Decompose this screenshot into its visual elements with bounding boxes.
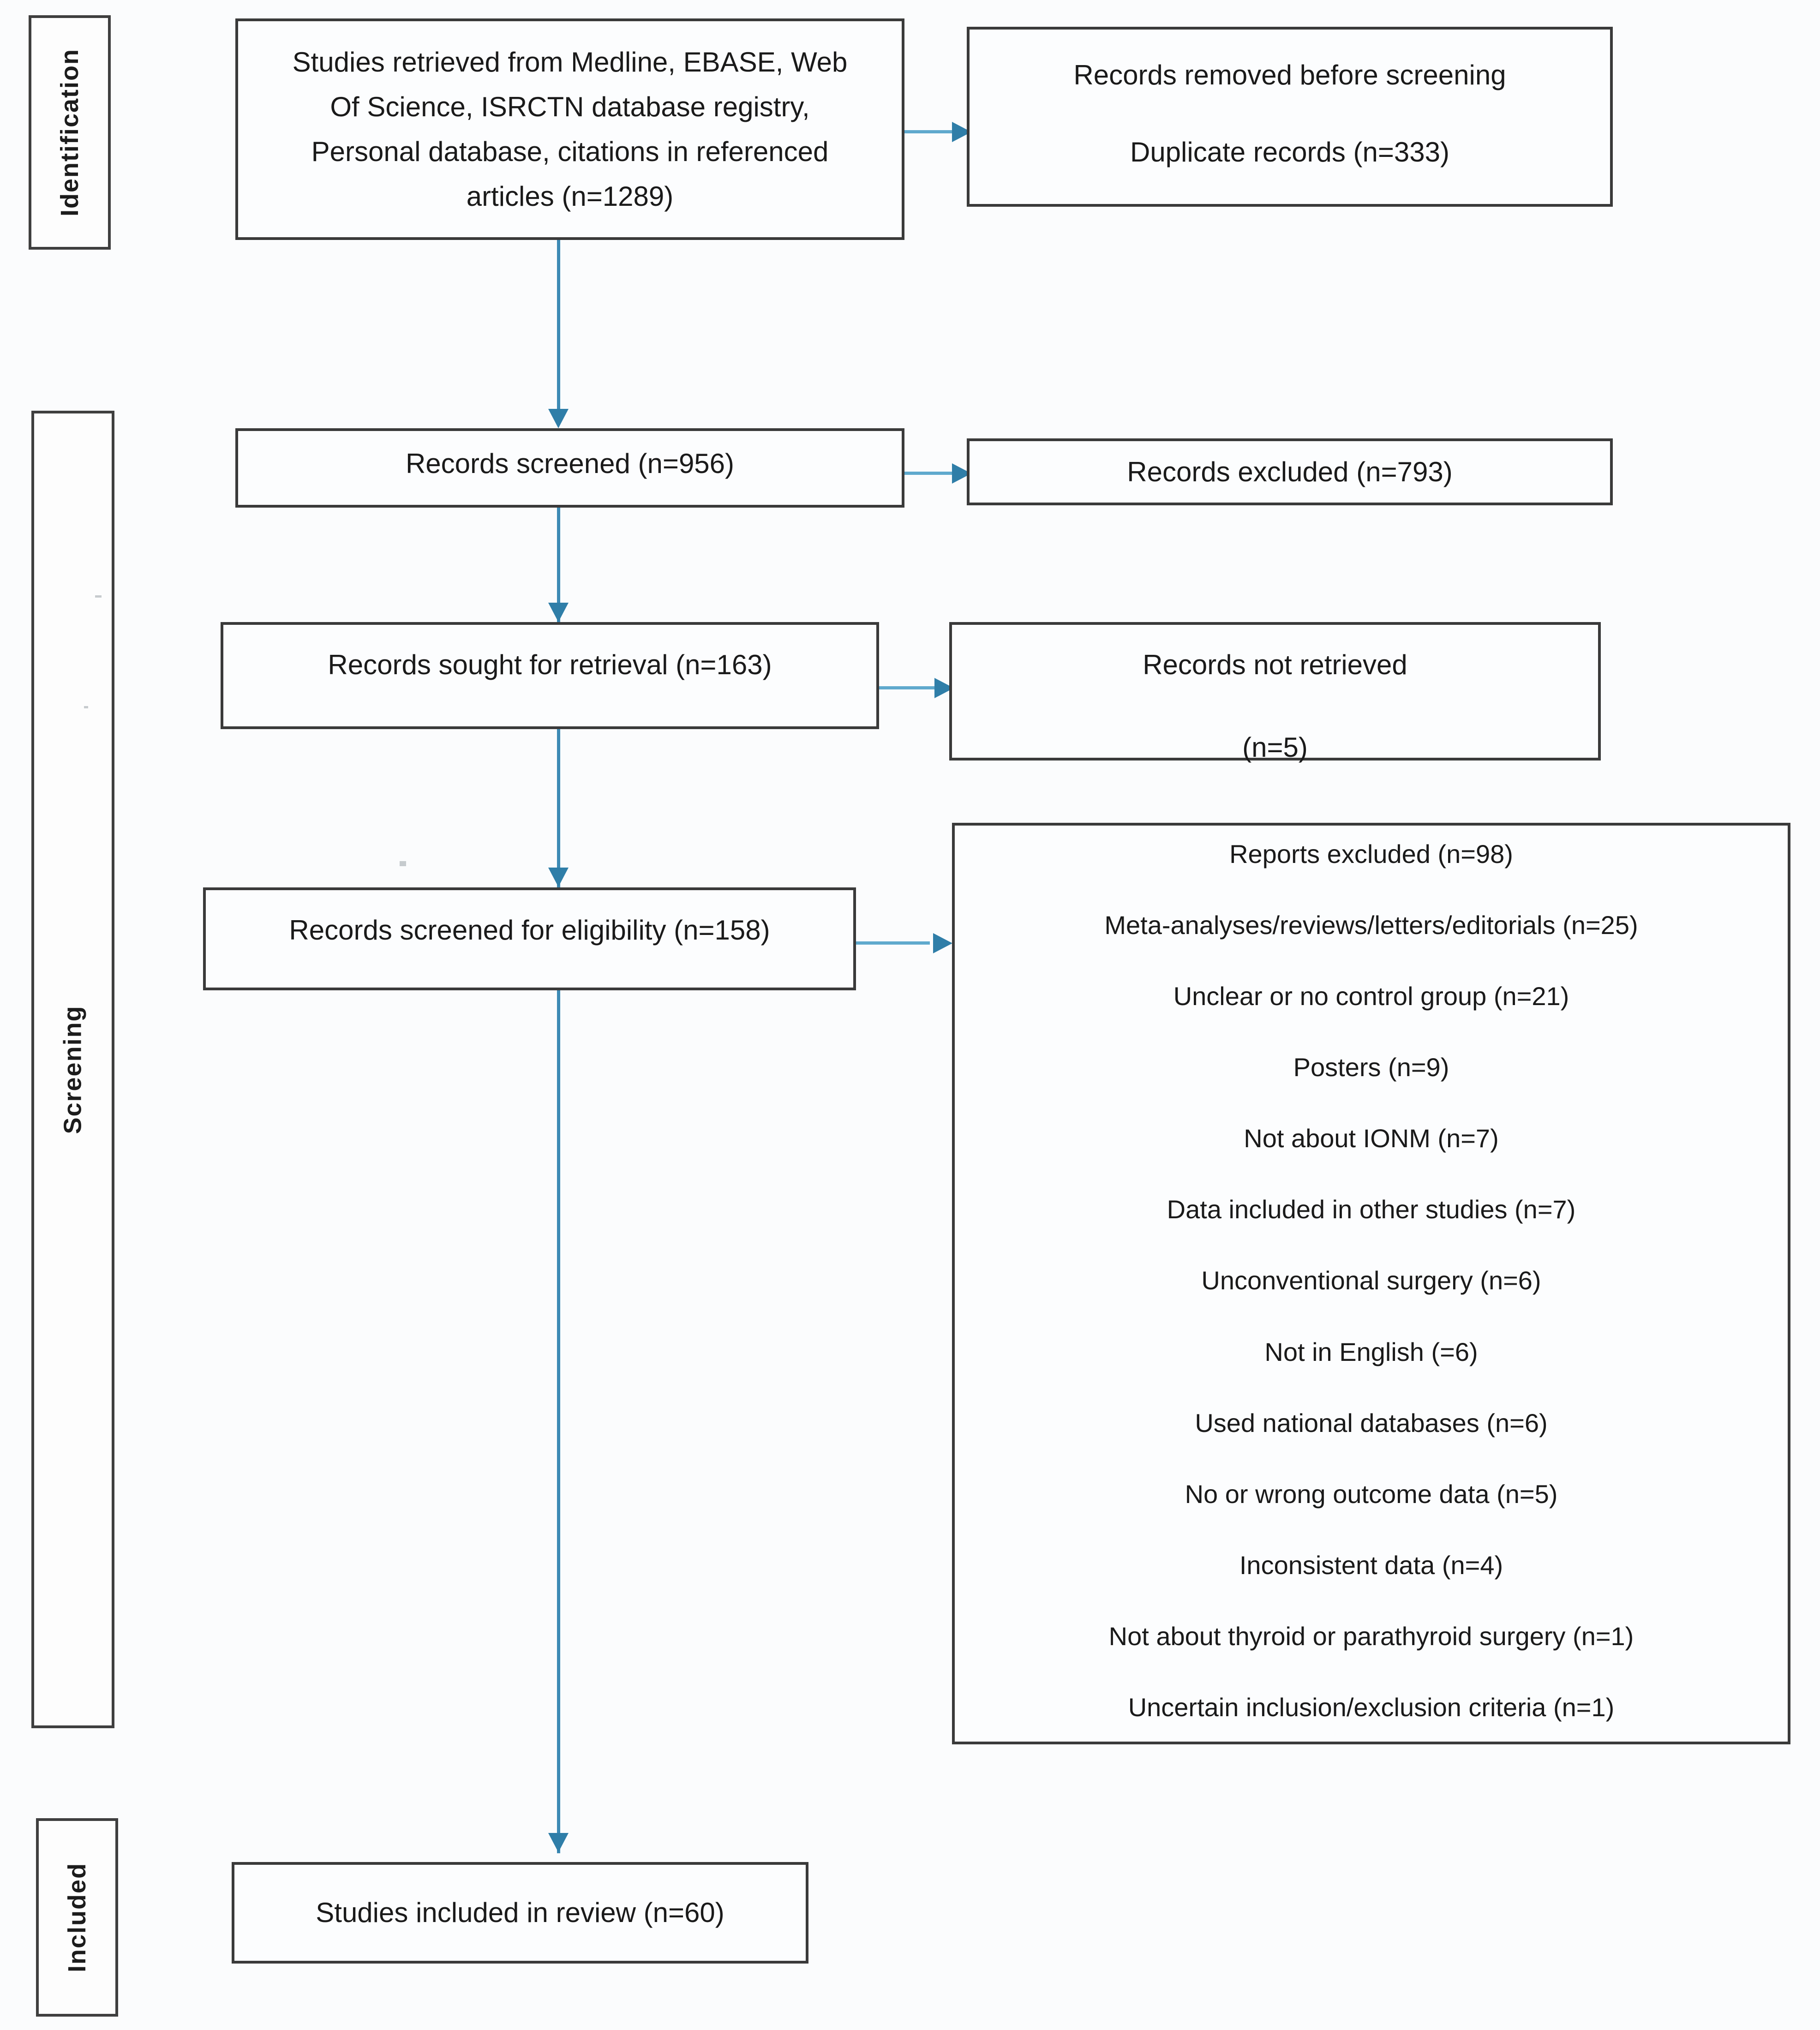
- arrow-identification-to-screened: [548, 409, 569, 428]
- connector-eligibility-to-reportsexcluded: [856, 941, 930, 945]
- arrow-sought-to-eligibility: [548, 868, 569, 887]
- stage-label-included: Included: [36, 1818, 118, 2017]
- reports-excluded-list: Reports excluded (n=98) Meta-analyses/re…: [955, 826, 1788, 1742]
- box-studies-included: Studies included in review (n=60): [232, 1862, 808, 1964]
- reports-excluded-item-10: No or wrong outcome data (n=5): [1185, 1479, 1558, 1509]
- stage-label-identification: Identification: [29, 15, 111, 250]
- box-records-sought-line-1: Records sought for retrieval (n=163): [328, 649, 772, 680]
- box-records-excluded: Records excluded (n=793): [967, 438, 1613, 505]
- connector-screened-to-excluded: [904, 472, 967, 475]
- connector-eligibility-to-included: [557, 990, 560, 1853]
- scan-artifact-1: [95, 595, 102, 598]
- reports-excluded-item-8: Not in English (=6): [1264, 1337, 1478, 1366]
- box-identification-source-line-2: Of Science, ISRCTN database registry,: [330, 91, 810, 122]
- reports-excluded-item-3: Unclear or no control group (n=21): [1173, 982, 1569, 1011]
- box-records-screened: Records screened (n=956): [235, 428, 904, 508]
- box-records-sought: Records sought for retrieval (n=163): [221, 622, 879, 729]
- stage-label-included-text: Included: [63, 1862, 91, 1973]
- connector-identification-to-screened: [557, 240, 560, 420]
- box-records-excluded-line-1: Records excluded (n=793): [1127, 456, 1453, 487]
- box-identification-source-line-4: articles (n=1289): [466, 181, 674, 212]
- box-records-eligibility-line-1: Records screened for eligibility (n=158): [289, 915, 770, 946]
- reports-excluded-item-11: Inconsistent data (n=4): [1239, 1550, 1503, 1580]
- connector-sought-to-eligibility: [557, 729, 560, 888]
- reports-excluded-item-1: Reports excluded (n=98): [1229, 839, 1513, 868]
- box-identification-source: Studies retrieved from Medline, EBASE, W…: [235, 18, 904, 240]
- box-records-removed-line-2: Duplicate records (n=333): [1130, 137, 1450, 168]
- box-records-not-retrieved-line-1: Records not retrieved: [1143, 649, 1407, 680]
- reports-excluded-item-7: Unconventional surgery (n=6): [1201, 1266, 1541, 1295]
- scan-artifact-3: [400, 861, 406, 866]
- reports-excluded-item-9: Used national databases (n=6): [1195, 1408, 1548, 1437]
- box-studies-included-line-1: Studies included in review (n=60): [316, 1897, 724, 1928]
- reports-excluded-item-12: Not about thyroid or parathyroid surgery…: [1108, 1621, 1634, 1651]
- reports-excluded-item-13: Uncertain inclusion/exclusion criteria (…: [1128, 1692, 1615, 1722]
- box-records-not-retrieved-line-2: (n=5): [1242, 732, 1308, 763]
- stage-label-screening: Screening: [31, 411, 114, 1728]
- box-reports-excluded: Reports excluded (n=98) Meta-analyses/re…: [952, 823, 1790, 1744]
- arrow-eligibility-to-reportsexcluded: [933, 933, 952, 953]
- box-records-eligibility: Records screened for eligibility (n=158): [203, 887, 856, 990]
- box-identification-source-line-3: Personal database, citations in referenc…: [311, 136, 829, 167]
- connector-screened-to-sought: [557, 508, 560, 623]
- reports-excluded-item-4: Posters (n=9): [1293, 1053, 1449, 1082]
- box-identification-source-line-1: Studies retrieved from Medline, EBASE, W…: [292, 46, 848, 78]
- box-records-removed-line-1: Records removed before screening: [1073, 60, 1506, 90]
- scan-artifact-2: [84, 706, 88, 708]
- reports-excluded-item-2: Meta-analyses/reviews/letters/editorials…: [1104, 910, 1638, 940]
- stage-label-screening-text: Screening: [59, 1005, 87, 1134]
- box-records-screened-line-1: Records screened (n=956): [405, 448, 735, 479]
- arrow-eligibility-to-included: [548, 1833, 569, 1852]
- connector-sought-to-notretrieved: [879, 686, 949, 689]
- arrow-screened-to-sought: [548, 603, 569, 622]
- box-records-removed: Records removed before screening Duplica…: [967, 27, 1613, 207]
- box-records-not-retrieved: Records not retrieved (n=5): [949, 622, 1601, 763]
- connector-identification-to-removed: [904, 130, 967, 133]
- stage-label-identification-text: Identification: [56, 48, 84, 216]
- reports-excluded-item-5: Not about IONM (n=7): [1244, 1124, 1499, 1153]
- reports-excluded-item-6: Data included in other studies (n=7): [1167, 1195, 1576, 1224]
